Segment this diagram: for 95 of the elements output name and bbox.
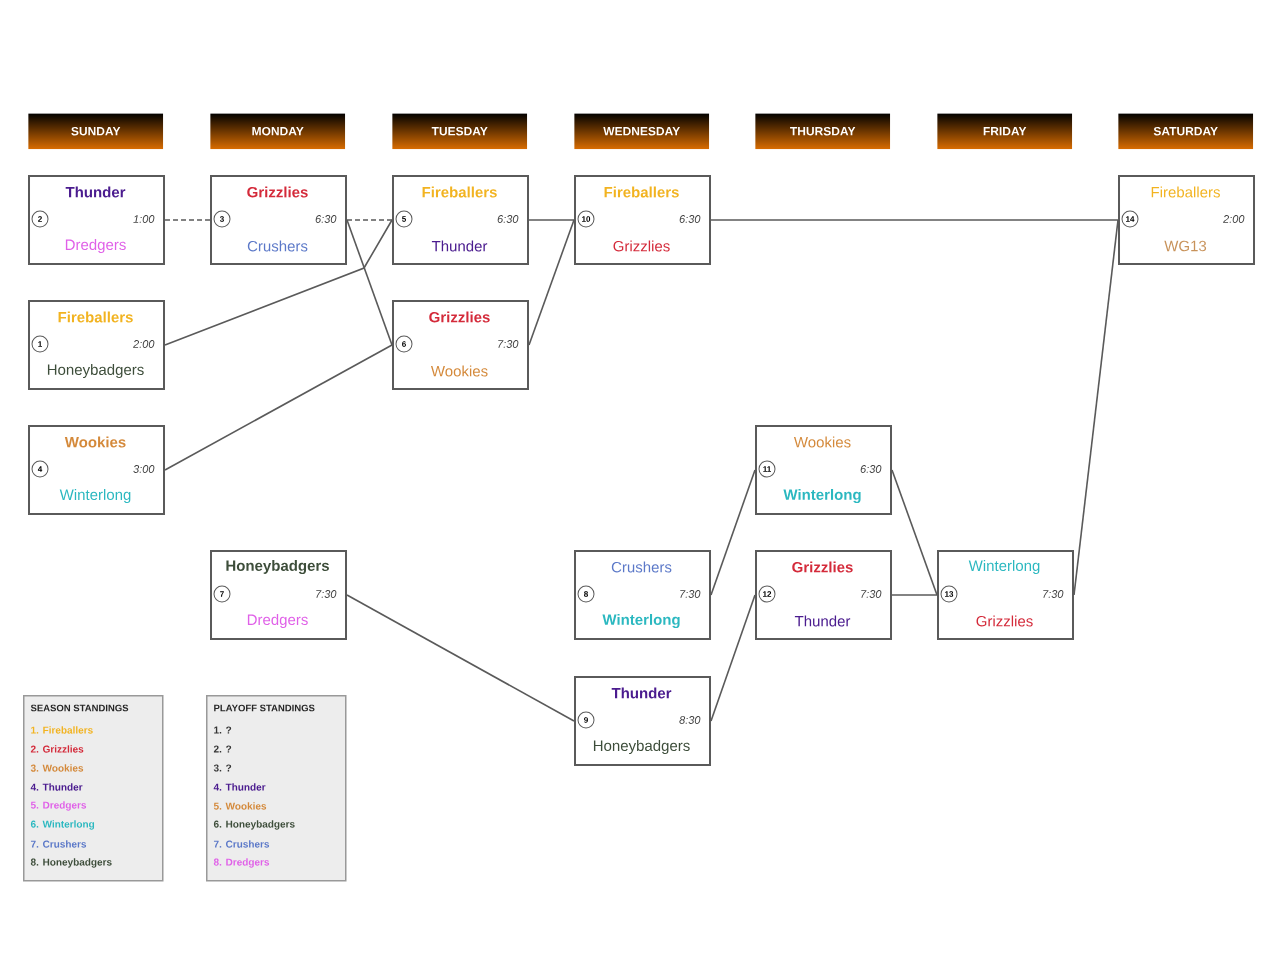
standings-heading: SEASON STANDINGS [30, 704, 129, 712]
connector-line [891, 469, 938, 596]
team-name: Crushers [611, 561, 672, 573]
game-time: 2:00 [1223, 215, 1245, 223]
day-header: THURSDAY [790, 126, 856, 136]
connector-line [346, 219, 393, 346]
team-name: Wookies [64, 436, 126, 448]
day-header: TUESDAY [431, 126, 488, 136]
team-name: Winterlong [783, 488, 861, 504]
game-number: 2 [31, 210, 49, 228]
team-name: Honeybadgers [226, 559, 329, 575]
game-time: 6:30 [679, 215, 701, 223]
game-number: 9 [577, 711, 595, 729]
connector-line [346, 594, 575, 722]
game-time: 2:00 [133, 340, 155, 348]
team-name: Fireballers [1151, 186, 1220, 198]
connector-line [164, 219, 393, 346]
day-header: SUNDAY [71, 126, 121, 136]
team-name: Crushers [247, 240, 308, 252]
team-name: Wookies [430, 365, 488, 377]
connector-line [164, 344, 393, 471]
standings-entry: 4. Thunder [30, 783, 83, 791]
team-name: Wookies [793, 436, 851, 448]
game-number: 4 [31, 460, 49, 478]
standings-entry: 7. Crushers [30, 840, 87, 848]
game-time: 6:30 [497, 215, 519, 223]
day-header: FRIDAY [983, 127, 1027, 136]
standings-entry: 6. Winterlong [30, 820, 95, 830]
game-number: 1 [31, 335, 49, 353]
game-number: 11 [758, 460, 776, 478]
team-name: WG13 [1164, 240, 1207, 252]
team-name: Thunder [611, 687, 672, 699]
game-number: 6 [395, 335, 413, 353]
standings-entry: 2. Grizzlies [30, 745, 84, 753]
team-name: Winterlong [968, 560, 1040, 574]
team-name: Grizzlies [247, 186, 308, 198]
standings-entry: 5. Wookies [213, 802, 267, 810]
team-name: Dredgers [65, 239, 126, 253]
game-time: 3:00 [133, 465, 155, 473]
connector-line [528, 219, 575, 346]
game-time: 7:30 [1043, 590, 1064, 598]
connector-line [346, 219, 393, 221]
standings-entry: 3. Wookies [30, 764, 84, 772]
connector-line [710, 594, 756, 722]
day-header: SATURDAY [1153, 126, 1218, 136]
team-name: Honeybadgers [47, 364, 144, 378]
game-time: 6:30 [860, 465, 882, 473]
game-time: 7:30 [316, 590, 337, 598]
team-name: Thunder [794, 615, 851, 627]
team-name: Grizzlies [792, 561, 853, 573]
connector-line [528, 219, 575, 221]
game-number: 3 [213, 210, 231, 228]
game-number: 10 [577, 210, 595, 228]
team-name: Dredgers [247, 614, 308, 628]
game-time: 7:30 [498, 340, 519, 348]
game-time: 7:30 [861, 590, 882, 598]
team-name: Fireballers [422, 186, 497, 198]
connector-line [891, 594, 938, 596]
standings-entry: 8. Honeybadgers [30, 858, 112, 868]
team-name: Grizzlies [976, 615, 1033, 627]
team-name: Honeybadgers [593, 740, 690, 754]
game-time: 6:30 [315, 215, 337, 223]
team-name: Grizzlies [429, 311, 490, 323]
standings-entry: 5. Dredgers [30, 801, 87, 811]
connector-line [710, 219, 1119, 221]
game-number: 13 [940, 585, 958, 603]
standings-entry: 4. Thunder [213, 783, 266, 791]
connector-line [710, 469, 756, 596]
game-time: 8:30 [679, 716, 701, 724]
team-name: Winterlong [59, 489, 131, 503]
team-name: Thunder [65, 186, 126, 198]
connector-line [1073, 219, 1119, 596]
standings-entry: 2. ? [213, 745, 232, 753]
standings-heading: PLAYOFF STANDINGS [214, 704, 315, 712]
team-name: Grizzlies [613, 240, 670, 252]
connector-line [164, 219, 211, 221]
team-name: Winterlong [602, 613, 680, 629]
game-time: 7:30 [680, 590, 701, 598]
game-number: 12 [758, 585, 776, 603]
game-number: 7 [213, 585, 231, 603]
standings-entry: 7. Crushers [213, 840, 270, 848]
team-name: Thunder [431, 240, 488, 252]
team-name: Fireballers [58, 311, 133, 323]
day-header: WEDNESDAY [603, 126, 680, 136]
day-header: MONDAY [252, 126, 304, 136]
team-name: Fireballers [604, 186, 679, 198]
game-number: 8 [577, 585, 595, 603]
standings-entry: 3. ? [213, 764, 232, 772]
game-number: 14 [1121, 210, 1139, 228]
standings-entry: 8. Dredgers [213, 858, 270, 868]
game-time: 1:00 [133, 215, 155, 223]
standings-entry: 1. Fireballers [31, 726, 93, 734]
standings-entry: 1. ? [214, 726, 232, 734]
game-number: 5 [395, 210, 413, 228]
standings-entry: 6. Honeybadgers [213, 820, 295, 830]
